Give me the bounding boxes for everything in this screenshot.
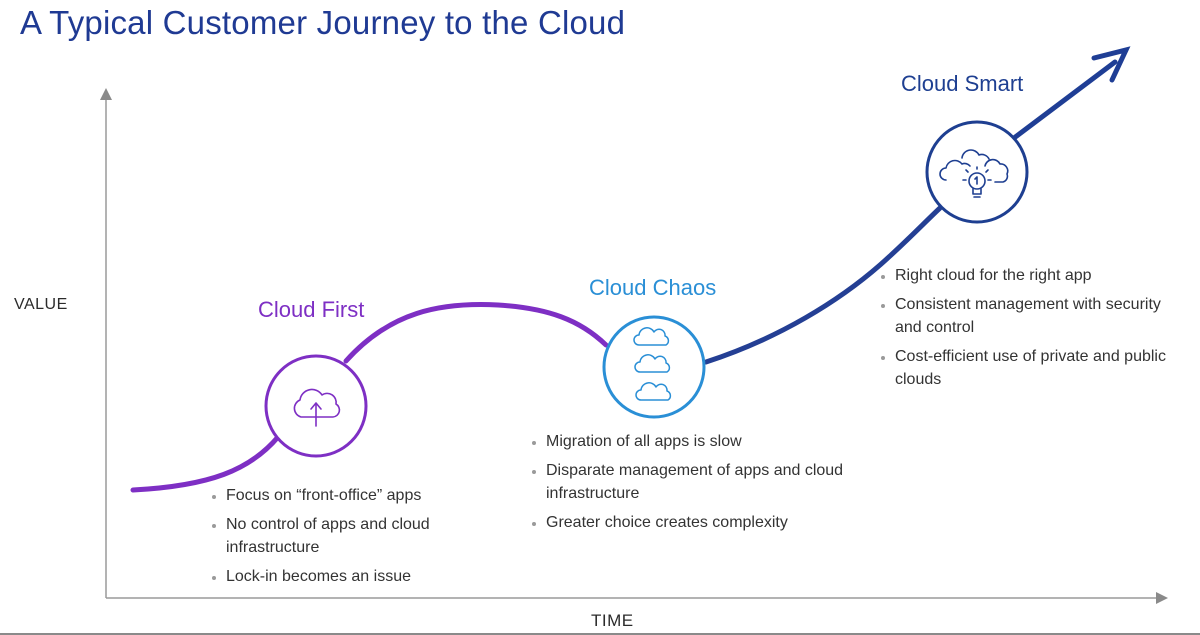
x-axis-label: TIME bbox=[591, 611, 634, 630]
list-item: No control of apps and cloud infrastruct… bbox=[226, 513, 496, 559]
list-item: Consistent management with security and … bbox=[895, 293, 1185, 339]
cloud-smart-badge bbox=[925, 120, 1029, 224]
x-axis-arrow-icon bbox=[1156, 592, 1168, 604]
cloud-first-badge bbox=[264, 354, 368, 458]
list-item: Focus on “front-office” apps bbox=[226, 484, 496, 507]
curve-cloud-first-to-chaos bbox=[343, 302, 609, 364]
list-item: Disparate management of apps and cloud i… bbox=[546, 459, 896, 505]
list-item: Right cloud for the right app bbox=[895, 264, 1185, 287]
cloud-chaos-badge bbox=[602, 315, 706, 419]
bullet-list-cloud-first: Focus on “front-office” apps No control … bbox=[206, 484, 496, 594]
y-axis bbox=[100, 88, 112, 598]
y-axis-label: VALUE bbox=[14, 296, 68, 313]
cloud-upload-icon bbox=[293, 388, 341, 427]
cloud-lightbulb-icon bbox=[939, 149, 1009, 198]
list-item: Cost-efficient use of private and public… bbox=[895, 345, 1185, 391]
arrowhead-icon bbox=[1091, 46, 1131, 83]
list-item: Migration of all apps is slow bbox=[546, 430, 896, 453]
stage-title-cloud-smart: Cloud Smart bbox=[901, 71, 1024, 96]
bullet-list-cloud-chaos: Migration of all apps is slow Disparate … bbox=[526, 430, 896, 540]
y-axis-arrow-icon bbox=[100, 88, 112, 100]
curve-cloud-smart-arrow bbox=[1011, 59, 1118, 141]
multiple-clouds-icon bbox=[633, 327, 672, 401]
page-title: A Typical Customer Journey to the Cloud bbox=[20, 4, 626, 41]
list-item: Greater choice creates complexity bbox=[546, 511, 896, 534]
curve-cloud-chaos-to-smart bbox=[703, 205, 943, 365]
bottom-divider bbox=[0, 633, 1200, 635]
stage-title-cloud-chaos: Cloud Chaos bbox=[589, 275, 717, 300]
curve-cloud-first bbox=[130, 434, 281, 493]
list-item: Lock-in becomes an issue bbox=[226, 565, 496, 588]
x-axis bbox=[106, 592, 1168, 604]
stage-title-cloud-first: Cloud First bbox=[258, 297, 365, 322]
bullet-list-cloud-smart: Right cloud for the right app Consistent… bbox=[875, 264, 1185, 397]
